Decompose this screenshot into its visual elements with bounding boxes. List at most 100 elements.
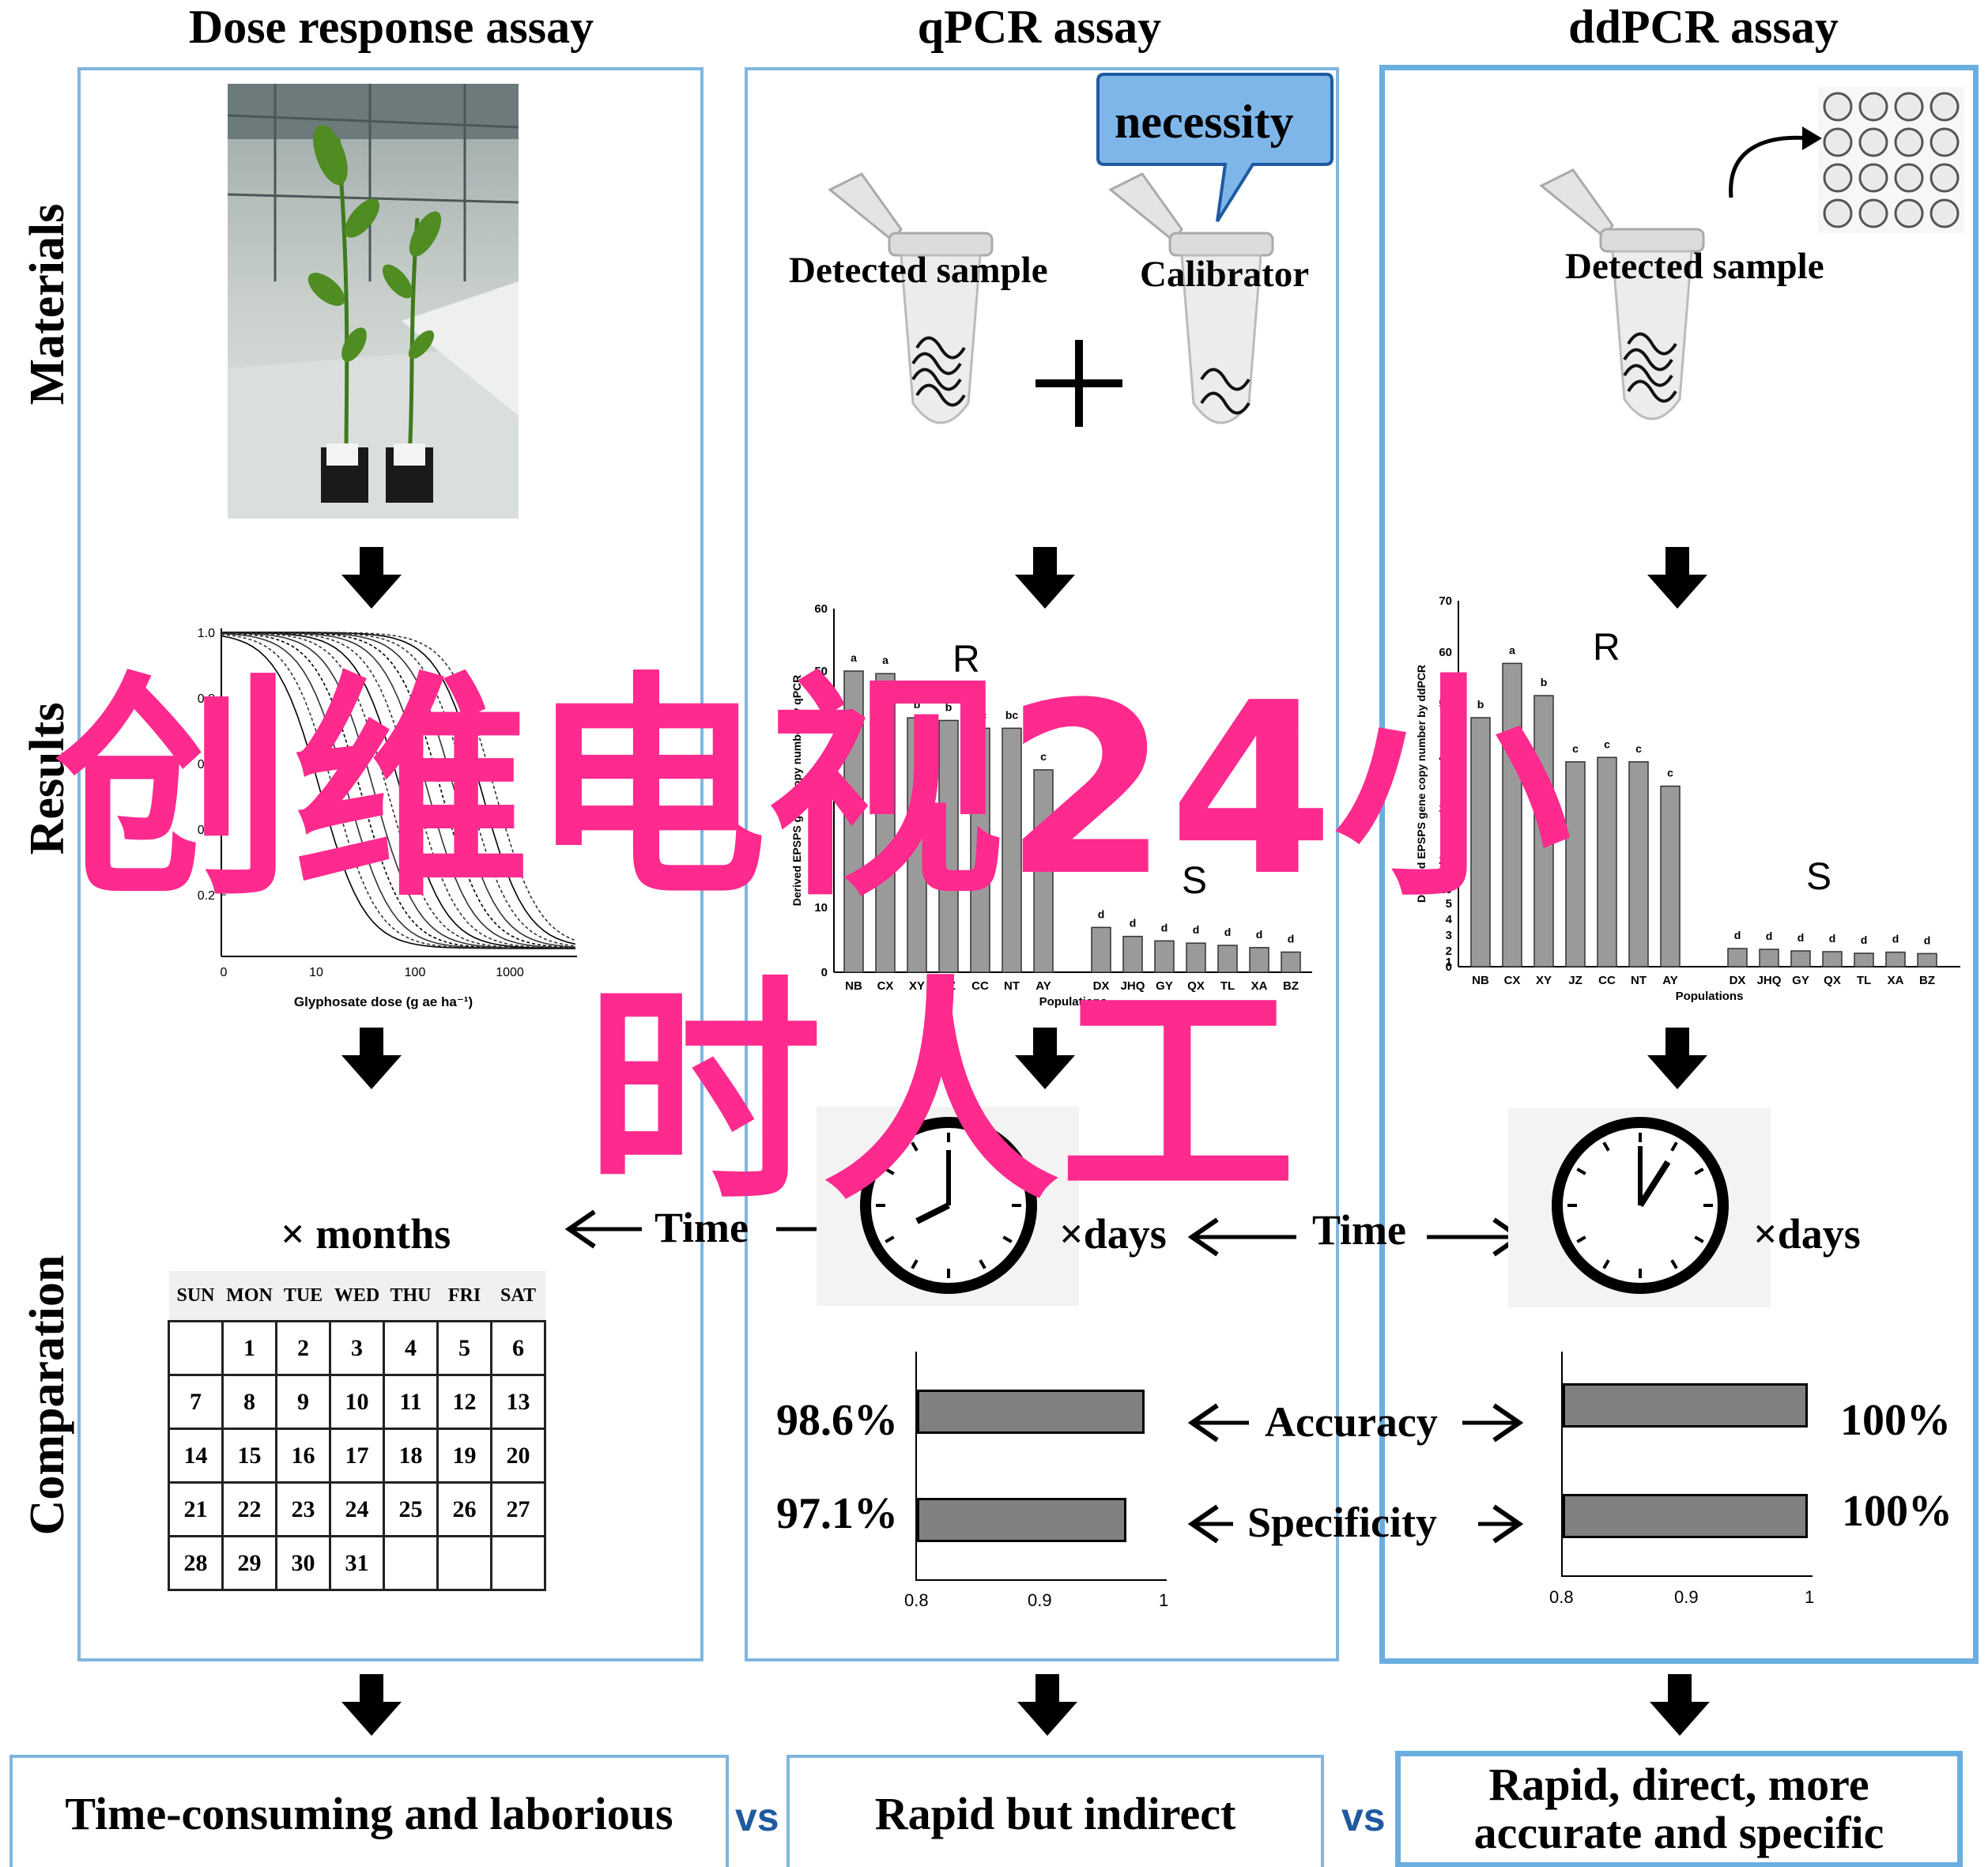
bar [1727, 948, 1748, 967]
x-tick-label: NB [845, 979, 862, 993]
y-tick-label: 0.4 [198, 824, 215, 837]
x-tick-label: XY [1536, 974, 1552, 987]
y-tick-label: 10 [814, 901, 828, 915]
bar-letter-label: b [1477, 698, 1484, 711]
x-tick-label: NT [1631, 974, 1647, 987]
qpcr-accuracy-value: 98.6% [776, 1396, 898, 1445]
bar-letter-label: d [1161, 921, 1168, 934]
double-arrow-icon [1187, 1403, 1524, 1443]
qpcr-days-label: ×days [1059, 1210, 1167, 1258]
ddpcr-specificity-value: 100% [1842, 1487, 1952, 1536]
calendar-day-header: MON [222, 1271, 277, 1322]
droplet [1894, 92, 1924, 122]
qpcr-accuracy-bar [917, 1390, 1145, 1434]
watermark-line2: 时人工 [585, 956, 1296, 1232]
clock-tick [1694, 1235, 1704, 1243]
calendar-day: 15 [221, 1428, 277, 1484]
y-tick-label: 30 [1439, 802, 1452, 816]
x-tick-label: XA [1888, 974, 1904, 987]
y-tick-label: 0.6 [198, 758, 215, 771]
bar-letter-label: d [1924, 934, 1931, 946]
calendar-day: 25 [383, 1481, 439, 1537]
vs-label: vs [1341, 1795, 1386, 1839]
clock-tick [1576, 1235, 1586, 1243]
bar [970, 727, 990, 973]
arrow-down-icon [1650, 1674, 1710, 1736]
ddpcr-conclusion-line2: accurate and specific [1473, 1807, 1884, 1858]
y-tick-label: 4 [1446, 913, 1453, 926]
bar-letter-label: a [1509, 643, 1515, 656]
y-tick-label: 1.0 [198, 627, 215, 640]
x-tick-label: CX [1504, 974, 1521, 987]
bar [875, 673, 896, 973]
droplet [1823, 163, 1853, 193]
x-tick-label: DX [1093, 979, 1110, 993]
detected-sample-label: Detected sample [789, 250, 1048, 291]
x-axis-label: Glyphosate dose (g ae ha⁻¹) [294, 994, 473, 1009]
x-tick-label: BZ [1283, 979, 1299, 993]
bar [1565, 761, 1586, 967]
calendar-day: 5 [436, 1320, 492, 1376]
ddpcr-metric-axis [1561, 1575, 1813, 1577]
calendar-day: 13 [490, 1374, 546, 1430]
calendar-day-header: SAT [491, 1271, 545, 1322]
x-tick-label: TL [1857, 974, 1871, 987]
bar [843, 670, 864, 973]
x-tick-label: 10 [309, 966, 323, 979]
clock-tick [1670, 1141, 1678, 1152]
x-axis-label: Populations [1676, 990, 1744, 1003]
ddpcr-accuracy-bar [1563, 1383, 1808, 1428]
bar [1217, 945, 1238, 973]
bar [1122, 935, 1143, 973]
bar-letter-label: d [1797, 931, 1805, 944]
y-tick-label: 40 [1439, 751, 1452, 764]
dose-curve [221, 632, 576, 947]
bar-letter-label: d [1193, 923, 1200, 936]
y-tick-label: 50 [814, 665, 828, 678]
calendar-day: 30 [275, 1535, 331, 1591]
y-axis-label: Derived EPSPS gene copy number by ddPCR [1415, 665, 1428, 903]
bar [907, 717, 927, 973]
x-tick-label: JHQ [1121, 979, 1145, 993]
y-tick-label: 0.2 [198, 889, 215, 903]
x-tick-label: XY [909, 979, 925, 993]
clock-tick [885, 1167, 895, 1175]
calibrator-tube-icon [1108, 172, 1274, 424]
arrow-down-icon [1015, 547, 1075, 609]
axis-tick-label: 1 [1805, 1587, 1815, 1607]
x-tick-label: TL [1220, 979, 1235, 993]
bar-letter-label: b [914, 698, 921, 711]
bar [1822, 951, 1843, 967]
plant-photo [228, 84, 519, 519]
detected-sample-tube-icon [1539, 168, 1705, 421]
calendar-day: 2 [275, 1320, 331, 1376]
y-tick-label: 70 [1439, 594, 1452, 608]
clock-tick [979, 1141, 986, 1152]
x-tick-label: NT [1004, 979, 1020, 993]
ddpcr-days-label: ×days [1753, 1210, 1861, 1258]
calendar-day: 19 [436, 1428, 492, 1484]
clock-tick [911, 1141, 919, 1152]
curved-arrow-icon [1729, 126, 1822, 198]
bar-letter-label: d [1256, 928, 1263, 941]
bar-letter-label: c [1667, 767, 1673, 779]
y-tick-label: 0 [1446, 960, 1452, 974]
bar [1470, 717, 1491, 967]
calendar-day: 17 [329, 1428, 385, 1484]
bar-letter-label: c [1635, 742, 1642, 755]
x-tick-label: AY [1662, 974, 1677, 987]
axis-tick-label: 0.9 [1674, 1587, 1699, 1607]
dose-curve [221, 632, 576, 941]
bar-letter-label: c [1604, 737, 1610, 750]
bar-letter-label: c [1040, 750, 1047, 763]
calendar-day: 12 [436, 1374, 492, 1430]
calendar-day [383, 1535, 439, 1591]
ddpcr-conclusion-box: Rapid, direct, more accurate and specifi… [1395, 1751, 1963, 1867]
dose-panel [77, 67, 704, 1661]
bar [1597, 756, 1617, 967]
calendar-day: 9 [275, 1374, 331, 1430]
